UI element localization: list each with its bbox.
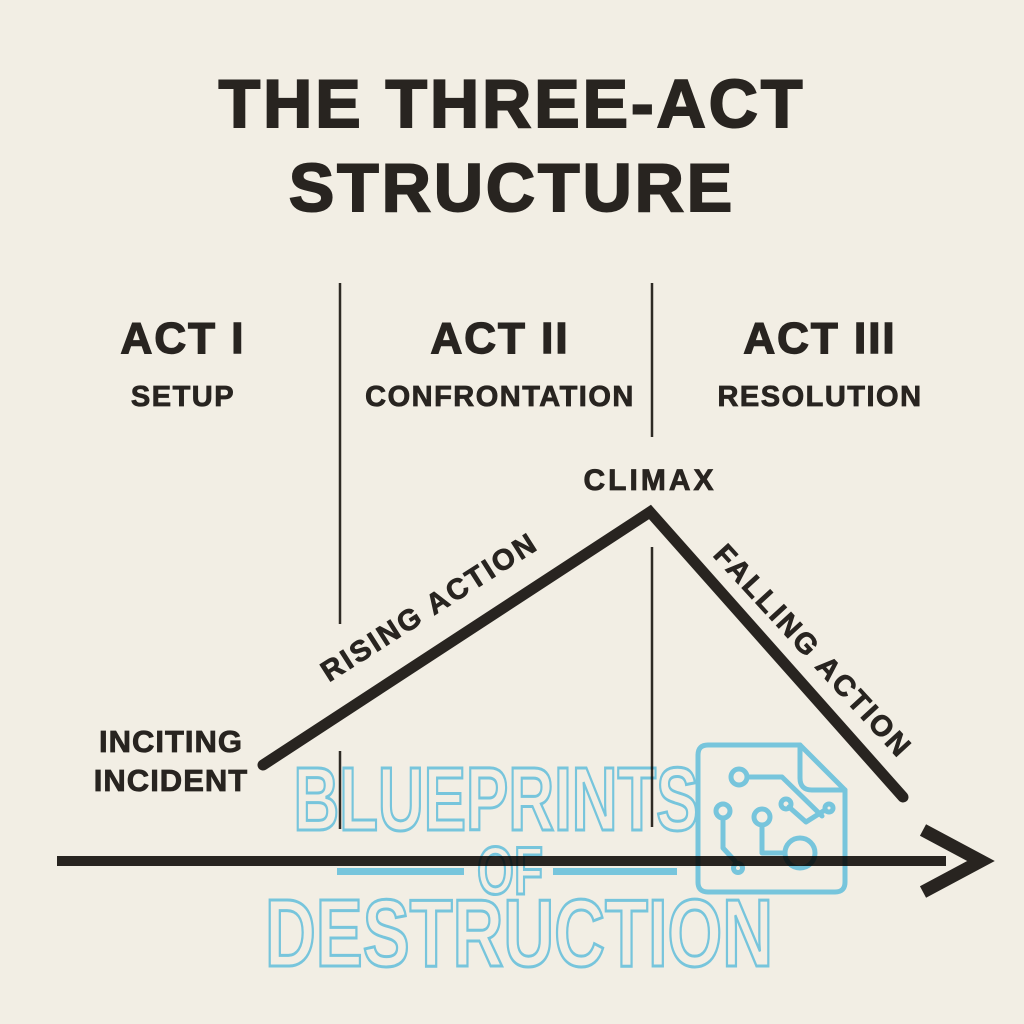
climax-label: CLIMAX	[583, 464, 717, 498]
act-3-subtitle: RESOLUTION	[717, 381, 923, 414]
blueprint-document-circuit-icon	[695, 742, 848, 895]
act-2-header: ACT II CONFRONTATION	[365, 313, 635, 414]
act-1-subtitle: SETUP	[130, 381, 236, 414]
act-2-subtitle: CONFRONTATION	[365, 381, 635, 414]
story-arc-line	[257, 504, 909, 803]
act-2-name: ACT II	[430, 313, 570, 363]
page-title-line2: STRUCTURE	[288, 149, 736, 227]
inciting-incident-label: INCITING INCIDENT	[93, 722, 249, 800]
page-title-line1: THE THREE-ACT	[218, 65, 806, 143]
act-3-header: ACT III RESOLUTION	[717, 313, 923, 414]
page-title: THE THREE-ACT STRUCTURE	[0, 62, 1024, 230]
act-1-header: ACT I SETUP	[120, 313, 246, 414]
inciting-incident-line2: INCIDENT	[93, 763, 249, 799]
act-1-name: ACT I	[120, 313, 246, 363]
watermark-dash-right	[553, 868, 677, 875]
watermark-line2: OF	[477, 833, 543, 909]
act-3-name: ACT III	[743, 313, 897, 363]
watermark-dash-left	[337, 868, 464, 875]
inciting-incident-line1: INCITING	[98, 724, 244, 760]
watermark-line3: DESTRUCTION	[265, 880, 773, 987]
watermark-line1: BLUEPRINTS	[294, 750, 699, 850]
timeline-arrowhead	[919, 824, 995, 898]
